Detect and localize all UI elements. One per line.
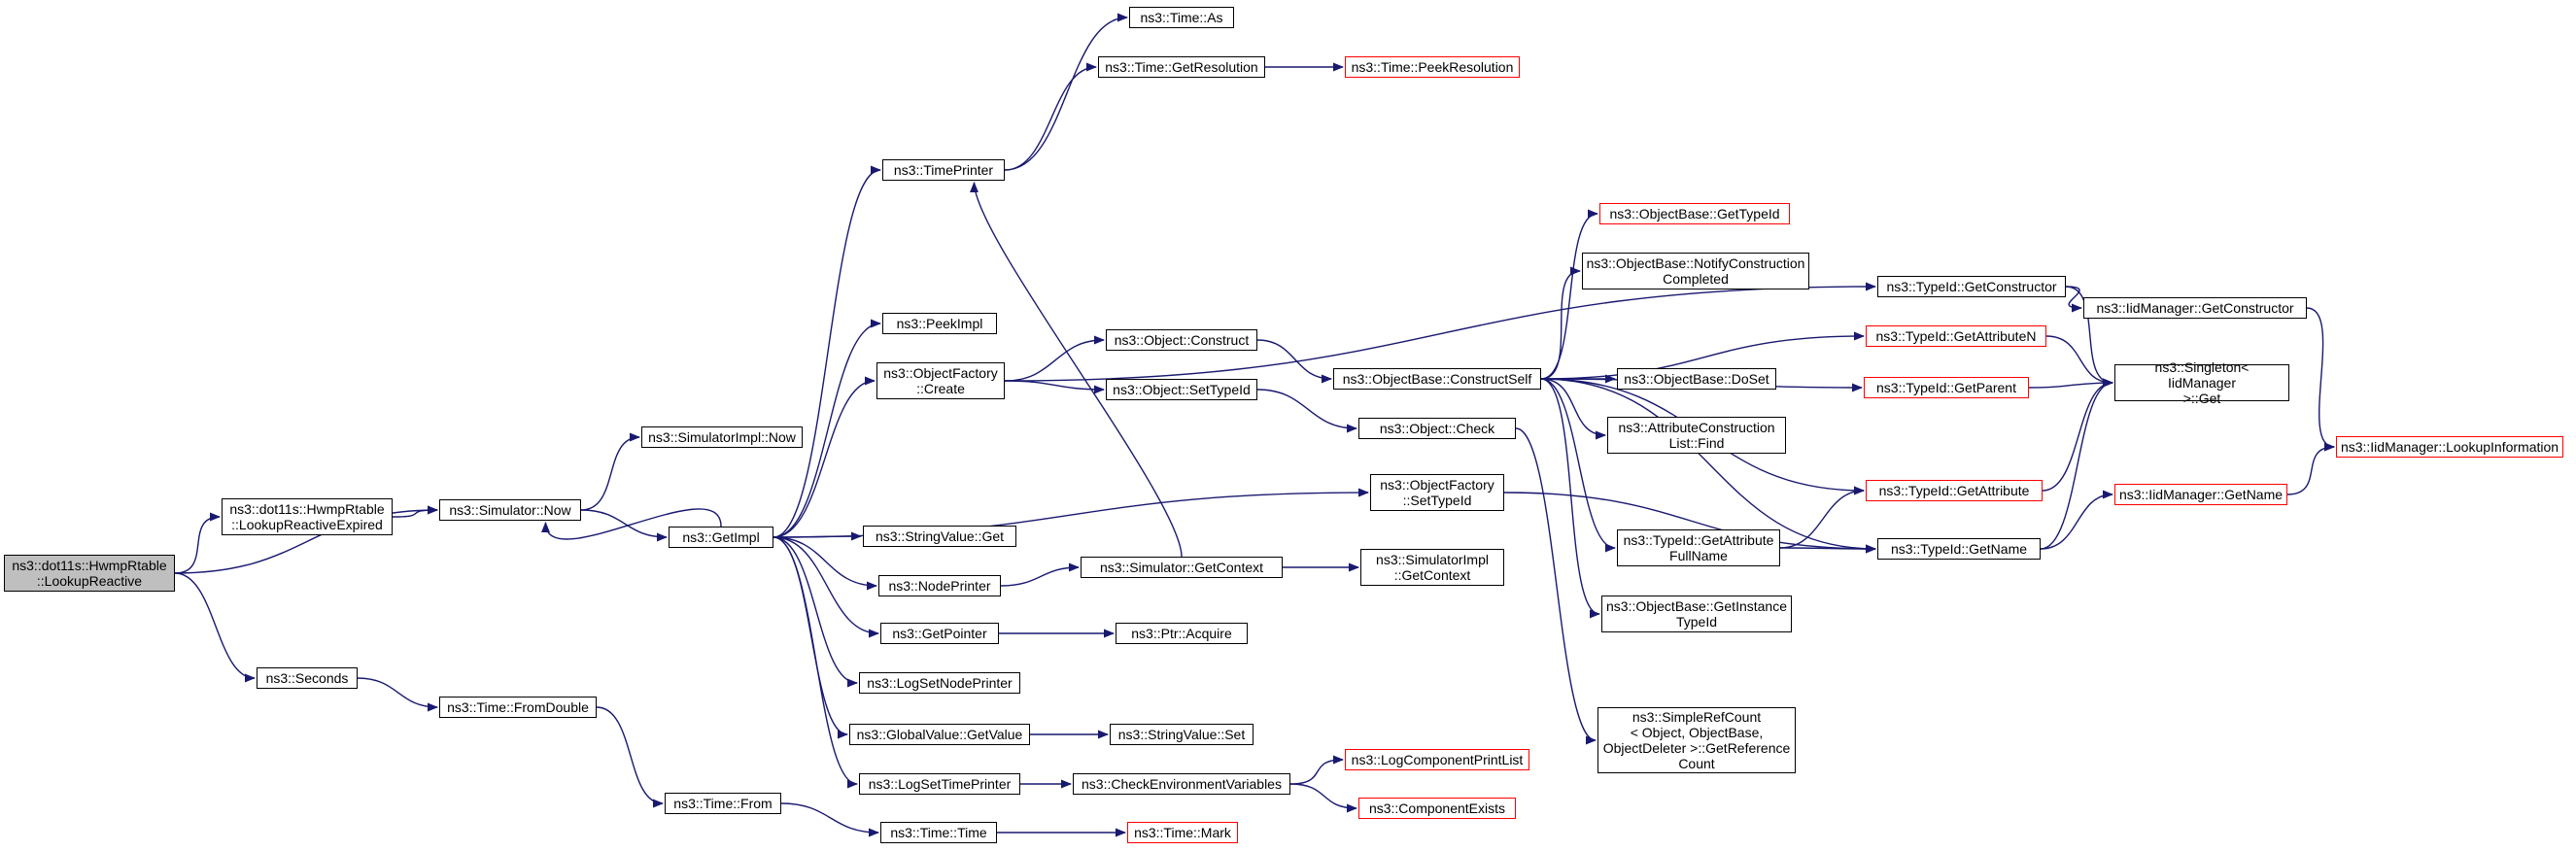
edge-n45-n47 — [2040, 378, 2114, 550]
node-ptr-acquire[interactable]: ns3::Ptr::Acquire — [1116, 623, 1248, 644]
node-iidmanager-getconstructor[interactable]: ns3::IidManager::GetConstructor — [2083, 297, 2307, 319]
node-typeid-getparent[interactable]: ns3::TypeId::GetParent — [1864, 377, 2029, 398]
edge-n30-n45 — [1503, 492, 1877, 554]
edge-n8-n18 — [1004, 13, 1129, 171]
node-logsetnodeprinter[interactable]: ns3::LogSetNodePrinter — [859, 672, 1020, 694]
node-stringvalue-set[interactable]: ns3::StringValue::Set — [1110, 724, 1254, 745]
edge-n44-n47 — [2042, 378, 2114, 492]
edge-n41-n46 — [2065, 286, 2083, 313]
edge-n21-n28 — [1256, 339, 1333, 384]
node-simulatorimpl-now[interactable]: ns3::SimulatorImpl::Now — [641, 426, 803, 448]
node-objectbase-doset[interactable]: ns3::ObjectBase::DoSet — [1617, 368, 1776, 390]
edge-n28-n34 — [1540, 209, 1599, 380]
edge-n5-n14 — [773, 536, 859, 688]
node-componentexists[interactable]: ns3::ComponentExists — [1358, 798, 1516, 819]
edge-n48-n49 — [2286, 442, 2336, 495]
node-typeid-getattribute[interactable]: ns3::TypeId::GetAttribute — [1866, 480, 2043, 501]
node-objectbase-getinstancetypeid[interactable]: ns3::ObjectBase::GetInstance TypeId — [1601, 596, 1792, 632]
edge-n3-n6 — [357, 677, 439, 712]
node-logcomponentprintlist[interactable]: ns3::LogComponentPrintList — [1345, 749, 1529, 770]
node-getpointer[interactable]: ns3::GetPointer — [880, 623, 999, 644]
node-object-construct[interactable]: ns3::Object::Construct — [1106, 329, 1257, 351]
node-time-mark[interactable]: ns3::Time::Mark — [1127, 822, 1238, 843]
edge-n0-n1 — [174, 512, 222, 574]
node-checkenvironmentvariables[interactable]: ns3::CheckEnvironmentVariables — [1073, 773, 1290, 795]
node-getimpl[interactable]: ns3::GetImpl — [669, 527, 773, 548]
node-hwmprtable-lookupreactiveexpired[interactable]: ns3::dot11s::HwmpRtable ::LookupReactive… — [222, 498, 393, 535]
edge-n45-n48 — [2040, 490, 2114, 550]
node-objectbase-constructself[interactable]: ns3::ObjectBase::ConstructSelf — [1333, 368, 1541, 390]
edge-n41-n47 — [2065, 286, 2114, 388]
edge-n6-n7 — [596, 706, 665, 808]
node-logsettimeprinter[interactable]: ns3::LogSetTimePrinter — [859, 773, 1020, 795]
edge-n8-n19 — [1004, 62, 1098, 171]
edge-n28-n35 — [1540, 266, 1582, 380]
edge-n5-n9 — [773, 319, 882, 538]
edge-n42-n47 — [2045, 335, 2114, 388]
node-timeprinter[interactable]: ns3::TimePrinter — [882, 159, 1005, 181]
edge-n5-n16 — [773, 536, 859, 789]
node-objectfactory-settypeid[interactable]: ns3::ObjectFactory ::SetTypeId — [1370, 474, 1504, 511]
edge-n28-n38 — [1540, 378, 1617, 553]
edge-n5-n15 — [773, 536, 849, 739]
edge-n46-n49 — [2306, 307, 2336, 452]
edge-n5-n2 — [541, 508, 722, 540]
node-attributeconstructionlist-find[interactable]: ns3::AttributeConstruction List::Find — [1607, 417, 1786, 454]
node-time-as[interactable]: ns3::Time::As — [1129, 7, 1234, 28]
edge-n12-n23 — [1000, 562, 1081, 587]
node-objectfactory-create[interactable]: ns3::ObjectFactory ::Create — [876, 362, 1005, 399]
node-iidmanager-lookupinformation[interactable]: ns3::IidManager::LookupInformation — [2336, 436, 2563, 458]
edge-n23-n8 — [970, 181, 1183, 558]
edge-n7-n17 — [780, 802, 880, 837]
edge-n26-n33 — [1289, 783, 1358, 813]
node-hwmprtable-lookupreactive: ns3::dot11s::HwmpRtable ::LookupReactive — [4, 555, 175, 592]
node-simulator-now[interactable]: ns3::Simulator::Now — [439, 499, 581, 521]
edge-n5-n12 — [773, 536, 878, 591]
edge-n28-n37 — [1540, 378, 1607, 440]
edge-n22-n29 — [1256, 389, 1358, 433]
node-object-settypeid[interactable]: ns3::Object::SetTypeId — [1106, 379, 1257, 400]
node-simulatorimpl-getcontext[interactable]: ns3::SimulatorImpl ::GetContext — [1360, 549, 1504, 586]
edge-n28-n42 — [1540, 331, 1866, 380]
edge-n38-n44 — [1779, 486, 1866, 549]
node-objectbase-gettypeid[interactable]: ns3::ObjectBase::GetTypeId — [1599, 203, 1790, 224]
node-typeid-getattributefullname[interactable]: ns3::TypeId::GetAttribute FullName — [1617, 529, 1780, 566]
edge-n29-n40 — [1515, 427, 1597, 745]
node-iidmanager-getname[interactable]: ns3::IidManager::GetName — [2114, 484, 2287, 505]
node-time-fromdouble[interactable]: ns3::Time::FromDouble — [439, 697, 597, 718]
node-object-check[interactable]: ns3::Object::Check — [1358, 418, 1516, 439]
node-singleton-iidmanager-get[interactable]: ns3::Singleton< IidManager >::Get — [2114, 359, 2289, 406]
node-typeid-getconstructor[interactable]: ns3::TypeId::GetConstructor — [1877, 276, 2066, 297]
node-typeid-getname[interactable]: ns3::TypeId::GetName — [1877, 538, 2041, 560]
node-seconds[interactable]: ns3::Seconds — [257, 667, 358, 689]
edge-n5-n13 — [773, 536, 880, 638]
edge-n2-n5 — [580, 509, 669, 542]
edge-n43-n47 — [2028, 378, 2114, 389]
edge-n10-n21 — [1004, 335, 1106, 382]
node-objectbase-notifyconstructioncompleted[interactable]: ns3::ObjectBase::NotifyConstruction Comp… — [1582, 253, 1809, 289]
edge-n1-n2 — [392, 505, 439, 518]
edge-n28-n45 — [1540, 378, 1877, 554]
node-nodeprinter[interactable]: ns3::NodePrinter — [878, 575, 1001, 596]
node-typeid-getattributen[interactable]: ns3::TypeId::GetAttributeN — [1866, 325, 2046, 347]
node-time-time[interactable]: ns3::Time::Time — [880, 822, 997, 843]
node-time-from[interactable]: ns3::Time::From — [665, 793, 781, 814]
node-globalvalue-getvalue[interactable]: ns3::GlobalValue::GetValue — [849, 724, 1030, 745]
node-simulator-getcontext[interactable]: ns3::Simulator::GetContext — [1081, 557, 1283, 578]
node-stringvalue-get[interactable]: ns3::StringValue::Get — [863, 526, 1016, 547]
edge-n0-n3 — [174, 572, 257, 683]
edge-n2-n4 — [580, 432, 641, 511]
node-peekimpl[interactable]: ns3::PeekImpl — [882, 313, 997, 334]
edge-n26-n32 — [1289, 755, 1345, 785]
node-simplerefcount-getreferencecount[interactable]: ns3::SimpleRefCount < Object, ObjectBase… — [1597, 707, 1796, 773]
edge-n28-n39 — [1540, 378, 1601, 619]
edge-n38-n45 — [1779, 544, 1877, 554]
edge-n5-n10 — [773, 376, 876, 538]
node-time-getresolution[interactable]: ns3::Time::GetResolution — [1098, 56, 1265, 78]
edge-n5-n8 — [773, 165, 882, 538]
edge-n10-n41 — [1004, 282, 1877, 382]
node-time-peekresolution[interactable]: ns3::Time::PeekResolution — [1345, 56, 1520, 78]
